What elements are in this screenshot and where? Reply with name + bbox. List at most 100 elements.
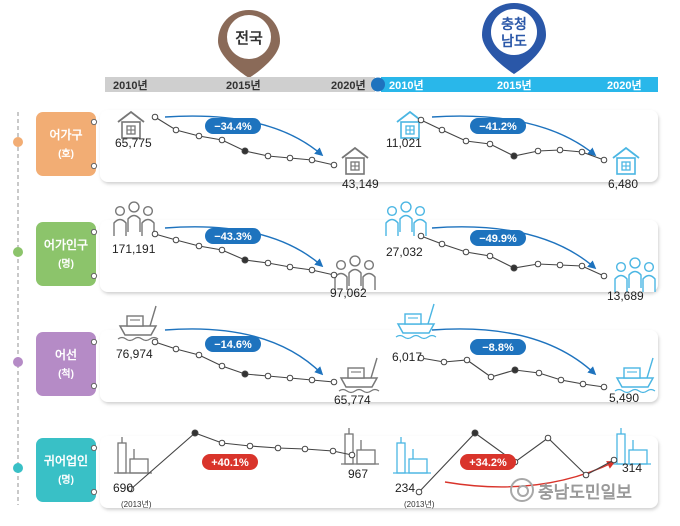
row-unit: (명) — [58, 257, 74, 270]
data-point — [191, 429, 199, 437]
person-head — [414, 205, 426, 217]
person-head — [114, 205, 126, 217]
row-label-box — [36, 112, 96, 176]
national-pin-label: 전국 — [235, 29, 263, 47]
data-point — [329, 447, 337, 455]
row-unit: (척) — [58, 367, 74, 380]
data-point — [274, 444, 282, 452]
ship-wave — [395, 334, 437, 340]
data-point — [264, 372, 272, 380]
row-bullet — [13, 357, 23, 367]
data-point — [510, 152, 518, 160]
row-label-box — [36, 222, 96, 286]
data-point — [241, 147, 249, 155]
end-value-label: 314 — [622, 461, 642, 475]
row-label-dot — [90, 162, 98, 170]
data-point — [246, 442, 254, 450]
person-body — [385, 218, 399, 236]
change-badge — [205, 228, 261, 244]
start-value-label: 171,191 — [112, 242, 156, 256]
trend-arrow — [431, 328, 597, 376]
chungnam-pin-label-2: 남도 — [501, 33, 527, 50]
row-label-dot — [90, 488, 98, 496]
data-point — [218, 246, 226, 254]
data-point — [286, 154, 294, 162]
end-ship-icon — [338, 357, 380, 394]
data-point — [417, 354, 425, 362]
person-head — [400, 201, 412, 213]
data-point — [151, 230, 159, 238]
data-point — [487, 373, 495, 381]
person-head — [363, 259, 375, 271]
chungnam-timeline-bar — [381, 77, 658, 92]
data-point — [600, 156, 608, 164]
data-point — [579, 380, 587, 388]
change-badge-label: −34.4% — [214, 121, 252, 133]
chungnam-pin: 충청 남도 — [482, 3, 546, 74]
data-point — [556, 146, 564, 154]
data-point — [440, 358, 448, 366]
start-value-label: 11,021 — [386, 136, 422, 150]
row-label-dot — [90, 228, 98, 236]
change-badge — [470, 118, 526, 134]
person-body — [628, 270, 642, 288]
data-point — [510, 264, 518, 272]
person-head — [643, 261, 655, 273]
data-point — [308, 266, 316, 274]
data-point — [535, 369, 543, 377]
change-badge-label: −43.3% — [214, 231, 252, 243]
series-line — [130, 432, 353, 490]
end-factory-icon — [341, 428, 379, 465]
data-point — [417, 116, 425, 124]
data-point — [486, 252, 494, 260]
person-head — [335, 259, 347, 271]
national-pin: 전국 — [218, 10, 280, 78]
row-label-dot — [90, 118, 98, 126]
person-body — [348, 268, 362, 286]
row-unit: (호) — [58, 147, 74, 160]
data-point — [417, 232, 425, 240]
end-value-label: 5,490 — [609, 391, 639, 405]
change-badge-label: +40.1% — [211, 457, 249, 469]
house-roof — [612, 146, 640, 159]
data-point — [438, 240, 446, 248]
person-head — [142, 205, 154, 217]
chungnam-year-2015: 2015년 — [497, 78, 532, 92]
data-point — [534, 260, 542, 268]
ship-mast — [149, 305, 157, 327]
row-label-dot — [90, 382, 98, 390]
person-body — [399, 214, 413, 232]
start-value-label: 234 — [395, 481, 415, 495]
row-1: 어가구(호) — [13, 110, 658, 182]
start-value-label: 76,974 — [116, 347, 153, 361]
start-people-icon — [385, 201, 427, 236]
person-head — [615, 261, 627, 273]
row-bullet — [13, 463, 23, 473]
trend-arrow — [431, 226, 597, 270]
row-label: 어선 — [55, 347, 77, 362]
end-people-icon — [334, 255, 376, 290]
person-head — [128, 201, 140, 213]
change-badge — [470, 230, 526, 246]
row-label-dot — [90, 444, 98, 452]
end-value-label: 967 — [348, 467, 368, 481]
trend-arrow — [431, 115, 597, 157]
data-point — [600, 272, 608, 280]
national-year-2010: 2010년 — [113, 78, 148, 92]
end-value-label: 97,062 — [330, 286, 367, 300]
person-body — [413, 218, 427, 236]
start-ship-icon — [395, 303, 437, 340]
row-bullet — [13, 137, 23, 147]
change-badge-label: −8.8% — [482, 342, 514, 354]
data-point — [195, 132, 203, 140]
data-point — [151, 113, 159, 121]
ship-hull — [396, 323, 436, 334]
end-house-icon — [341, 146, 369, 175]
data-point — [330, 271, 338, 279]
ship-cabin — [404, 313, 422, 325]
change-badge — [202, 454, 258, 470]
